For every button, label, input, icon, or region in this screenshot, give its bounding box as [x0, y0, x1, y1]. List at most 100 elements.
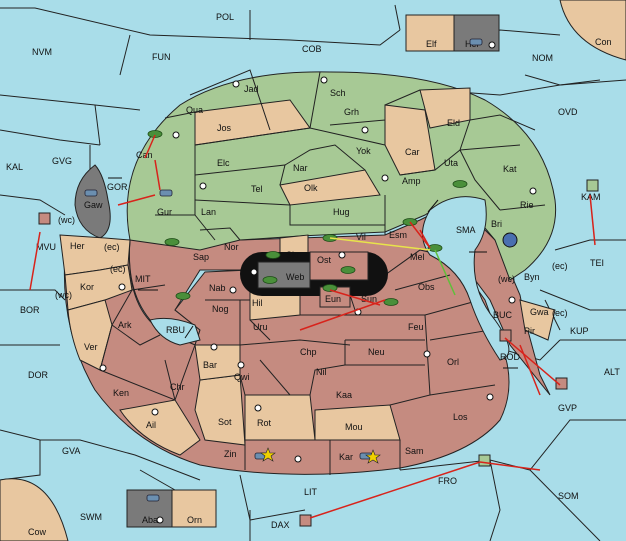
supply-center: [294, 455, 302, 463]
territory-label: Ost: [317, 255, 332, 265]
territory-label: Rot: [257, 418, 272, 428]
unit-marker: [555, 377, 568, 390]
territory-label: Grh: [344, 107, 359, 117]
army-unit: [322, 284, 338, 292]
unit-marker: [478, 454, 491, 467]
sea-label: DAX: [271, 520, 290, 530]
coast-tag: (ec): [104, 242, 120, 252]
sea-labels: POL NVM FUN COB NOM OVD KAL GVG GOR MIT …: [6, 12, 620, 537]
territory-label: Elc: [217, 158, 230, 168]
territory-label: Nog: [212, 304, 229, 314]
army-unit: [383, 298, 399, 306]
coast-tag: (ec): [552, 261, 568, 271]
army-unit: [175, 292, 191, 300]
order-arrows: [29, 134, 596, 519]
territory-label: Kar: [339, 452, 353, 462]
territory-label: Orl: [447, 357, 459, 367]
region-rot[interactable]: [244, 394, 316, 441]
unit-marker: [299, 514, 312, 527]
sea-label: KAL: [6, 162, 23, 172]
army-unit: [164, 238, 180, 246]
territory-label: Uru: [253, 322, 268, 332]
territory-label: Esm: [389, 230, 407, 240]
arrow-red: [589, 194, 596, 246]
sea-sma[interactable]: [422, 196, 510, 361]
territory-label: Nor: [224, 242, 239, 252]
arrow-red: [29, 231, 41, 291]
arrow-red: [504, 337, 561, 386]
sea-label: DOR: [28, 370, 49, 380]
supply-center: [254, 404, 262, 412]
sea-rbu[interactable]: [149, 317, 201, 346]
territory-label: Mou: [345, 422, 363, 432]
supply-center: [99, 364, 107, 372]
territory-label: Ark: [118, 320, 132, 330]
supply-center: [250, 268, 258, 276]
region-orn[interactable]: [171, 489, 217, 528]
sea-label: SOM: [558, 491, 579, 501]
supply-center: [172, 131, 180, 139]
sea-label: GOR: [107, 182, 128, 192]
sea-label: FUN: [152, 52, 171, 62]
sea-label: POL: [216, 12, 234, 22]
army-unit: [452, 180, 468, 188]
coast-tags: (wc) (ec) (ec) (wc) (wc) (ec) (ec): [55, 215, 568, 318]
territory-label: Qua: [186, 105, 203, 115]
region-ail[interactable]: [119, 399, 201, 456]
territory-label: Sch: [330, 88, 346, 98]
sea-label: ALT: [604, 367, 620, 377]
territory-label: Eun: [325, 294, 341, 304]
territory-label: Chr: [170, 382, 185, 392]
double-arrow-icon: [427, 199, 439, 213]
bri-fleet-marker: [502, 232, 518, 248]
territory-label: Nab: [209, 283, 226, 293]
territory-label: Kor: [80, 282, 94, 292]
territory-label: Amp: [402, 176, 421, 186]
star-icon: [365, 449, 381, 464]
territory-label: Her: [70, 241, 85, 251]
territory-label: Sam: [405, 446, 424, 456]
arrow-red: [519, 344, 541, 396]
territory-label: Qwi: [234, 372, 250, 382]
sea-label: MVU: [36, 242, 56, 252]
sea-label: FRO: [438, 476, 457, 486]
territory-label: Sun: [361, 294, 377, 304]
fleet-unit: [159, 189, 173, 197]
sea-label: SWM: [80, 512, 102, 522]
territory-label: Elf: [426, 39, 437, 49]
territory-label: Hil: [252, 298, 263, 308]
coast-tag: (wc): [55, 290, 72, 300]
territory-label: Bar: [203, 360, 217, 370]
sea-label: BOR: [20, 305, 40, 315]
arrow-red: [154, 159, 161, 191]
arrow-red: [309, 461, 481, 519]
units-green: [147, 130, 468, 306]
territory-label: Zin: [224, 449, 237, 459]
territory-label: Lan: [201, 207, 216, 217]
corner-label: Con: [595, 37, 612, 47]
territory-label: Mel: [410, 252, 425, 262]
coast-tag: (ec): [110, 264, 126, 274]
supply-center: [508, 296, 516, 304]
sea-label: GVG: [52, 156, 72, 166]
region-elf[interactable]: [405, 14, 455, 52]
territory-label: Bri: [491, 219, 502, 229]
sea-label: LIT: [304, 487, 318, 497]
territory-label: Eld: [447, 118, 460, 128]
supply-center: [229, 286, 237, 294]
sea-label: TEI: [590, 258, 604, 268]
region-ost[interactable]: [309, 251, 369, 281]
territory-label: Ail: [146, 420, 156, 430]
territory-label: Can: [136, 150, 153, 160]
territory-label: Yok: [356, 146, 371, 156]
territory-label: Aba: [142, 515, 158, 525]
sea-label: NOM: [532, 53, 553, 63]
supply-center: [486, 393, 494, 401]
region-olk[interactable]: [279, 169, 381, 206]
territory-label: Feu: [408, 322, 424, 332]
supply-center: [381, 174, 389, 182]
region-gwa[interactable]: [519, 299, 556, 341]
army-unit: [147, 130, 163, 138]
arrow-green: [434, 249, 456, 296]
